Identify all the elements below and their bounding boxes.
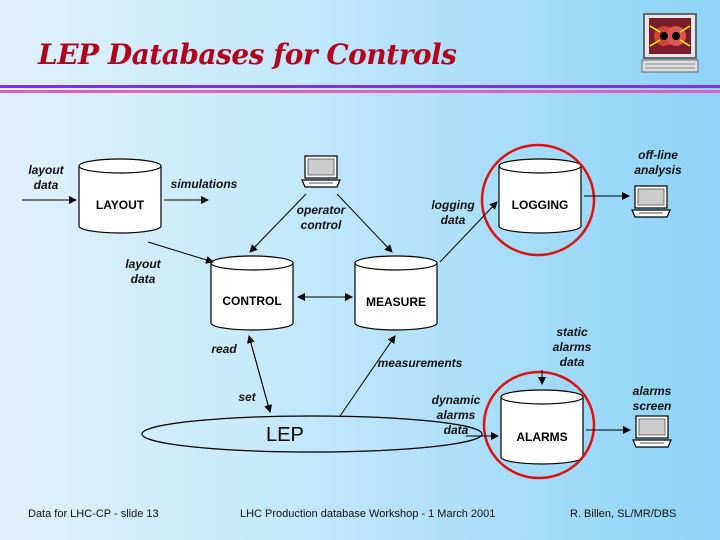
footer-center: LHC Production database Workshop - 1 Mar… bbox=[240, 508, 496, 520]
logging-data-label: logging data bbox=[431, 198, 475, 227]
operator-terminal-icon bbox=[301, 155, 341, 188]
footer-left: Data for LHC-CP - slide 13 bbox=[28, 508, 159, 520]
logging-db-label: LOGGING bbox=[511, 198, 569, 212]
title-rule-top bbox=[0, 85, 720, 88]
logging-db-icon bbox=[498, 158, 582, 234]
alarms-screen-terminal-icon bbox=[632, 415, 672, 448]
lep-ring bbox=[141, 415, 483, 453]
read-label: read bbox=[211, 342, 237, 356]
set-label: set bbox=[238, 390, 256, 404]
simulations-label: simulations bbox=[170, 177, 238, 191]
measurements-label: measurements bbox=[377, 356, 463, 370]
offline-analysis-label: off-line analysis bbox=[634, 148, 682, 177]
analysis-terminal-icon bbox=[631, 185, 671, 218]
layout-db-icon bbox=[78, 158, 162, 234]
measure-db-label: MEASURE bbox=[365, 295, 426, 309]
logging-highlight-circle bbox=[480, 143, 596, 257]
title-rule-bottom bbox=[0, 90, 720, 93]
layout-db-label: LAYOUT bbox=[95, 198, 145, 212]
layout-data-label: layout data bbox=[125, 257, 161, 286]
operator-control-label: operator control bbox=[296, 203, 346, 232]
layout-data-input-label: layout data bbox=[28, 163, 64, 192]
alarms-db-icon bbox=[500, 389, 584, 465]
alarms-screen-label: alarms screen bbox=[632, 384, 672, 413]
control-db-label: CONTROL bbox=[222, 294, 282, 308]
alarms-db-label: ALARMS bbox=[516, 430, 568, 444]
control-db-icon bbox=[210, 255, 294, 331]
footer-right: R. Billen, SL/MR/DBS bbox=[570, 508, 677, 520]
alarms-highlight-circle bbox=[482, 370, 596, 480]
measure-db-icon bbox=[354, 255, 438, 331]
dynamic-alarms-data-label: dynamic alarms data bbox=[431, 393, 481, 437]
static-alarms-data-label: static alarms data bbox=[552, 325, 592, 369]
lep-label: LEP bbox=[266, 424, 304, 446]
slide-title: LEP Databases for Controls bbox=[38, 38, 457, 71]
logo-icon bbox=[640, 12, 702, 76]
